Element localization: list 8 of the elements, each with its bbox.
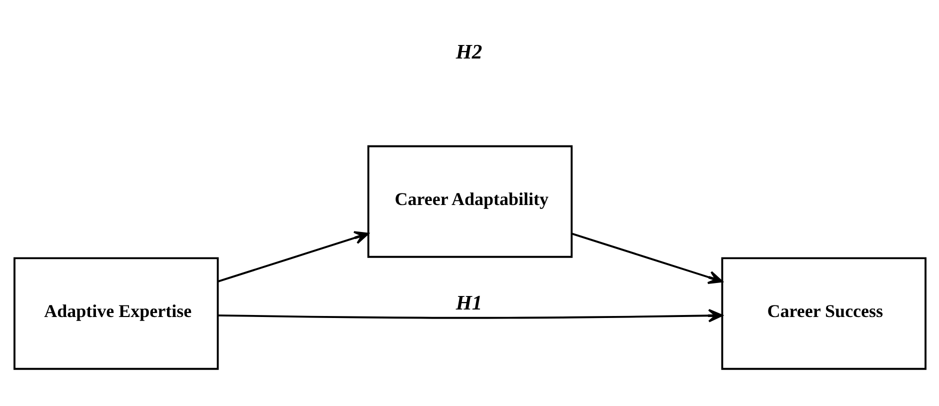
node-box: Career Success <box>720 256 926 370</box>
node-box: Career Adaptability <box>366 144 572 258</box>
node-box: Adaptive Expertise <box>13 256 218 370</box>
label: H2 <box>455 40 482 63</box>
arrow <box>571 232 722 284</box>
edge-label: H1 <box>455 292 482 314</box>
arrow <box>218 308 722 322</box>
arrow <box>217 230 368 282</box>
